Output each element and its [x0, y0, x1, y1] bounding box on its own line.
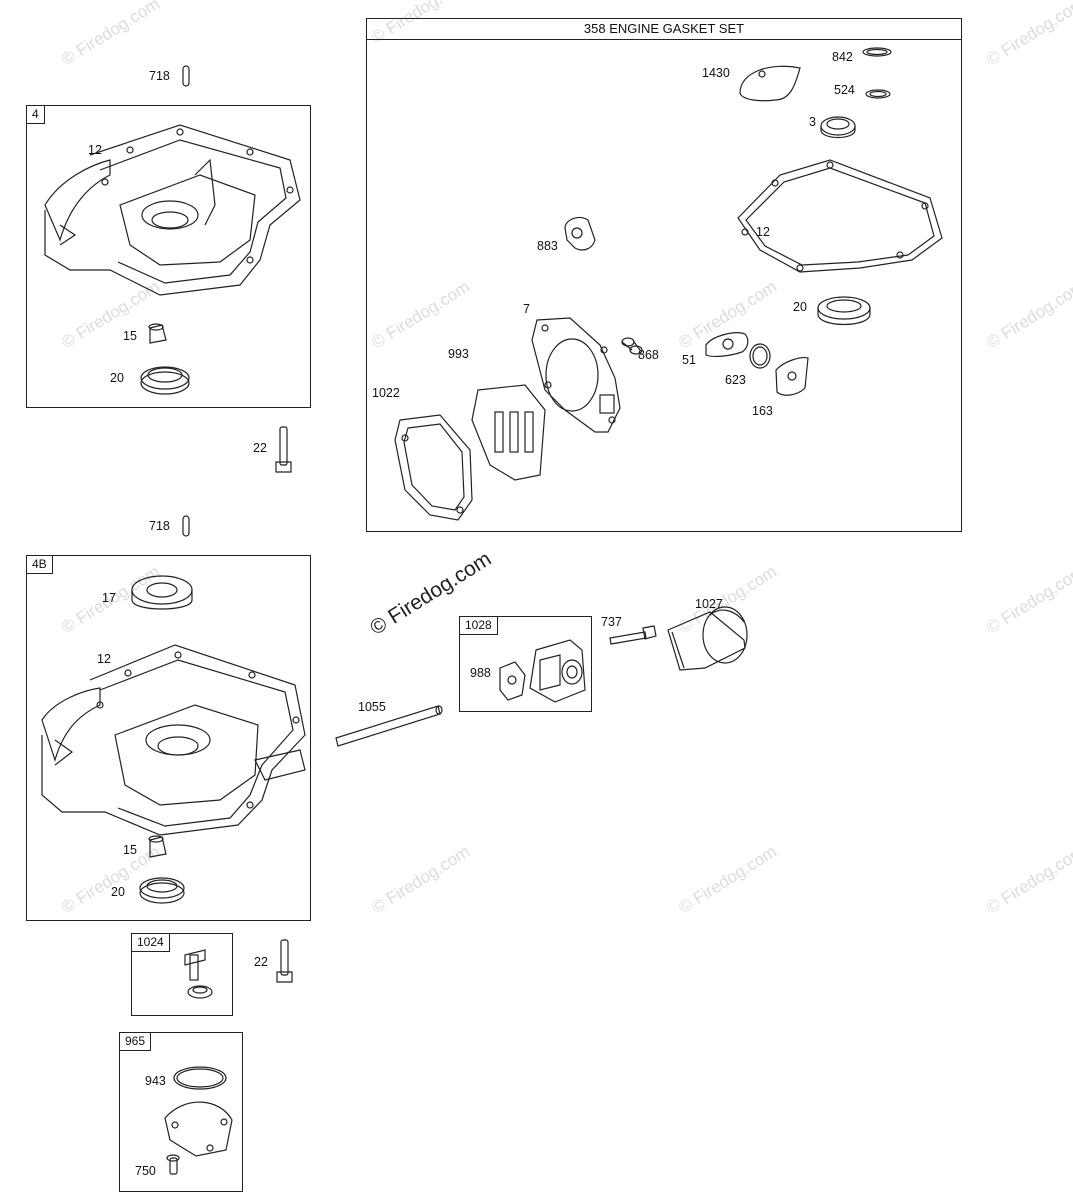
tube-1055 [335, 705, 443, 747]
label-988: 988 [470, 666, 491, 680]
group-box-965: 965 [119, 1032, 243, 1192]
group-tag-965: 965 [120, 1033, 152, 1051]
seal-20-gasket-set [817, 296, 871, 325]
gasket-883 [564, 216, 596, 251]
label-524: 524 [834, 83, 855, 97]
pin-718-mid [182, 515, 190, 537]
gasket-51 [705, 332, 749, 358]
label-12-a: 12 [88, 143, 102, 157]
oil-seal-20-b [139, 877, 185, 904]
group-tag-4: 4 [27, 106, 45, 124]
o-ring-623 [749, 343, 771, 369]
label-883: 883 [537, 239, 558, 253]
label-22-b: 22 [254, 955, 268, 969]
group-tag-1028: 1028 [460, 617, 498, 635]
crankcase-cover-drawing-a [44, 124, 301, 296]
label-750: 750 [135, 1164, 156, 1178]
bolt-22-a [275, 426, 292, 473]
rocker-cover-gasket-1022 [394, 414, 473, 521]
cylinder-head-gasket-7 [531, 317, 621, 433]
crankcase-cover-drawing-b [41, 644, 306, 836]
group-box-1028: 1028 [459, 616, 592, 712]
label-1430: 1430 [702, 66, 730, 80]
bolt-737 [609, 625, 657, 645]
label-20-b: 20 [111, 885, 125, 899]
label-3: 3 [809, 115, 816, 129]
filter-adapter-1028 [529, 639, 586, 703]
label-20-a: 20 [110, 371, 124, 385]
label-20-gasket: 20 [793, 300, 807, 314]
gasket-993 [471, 384, 546, 481]
gasket-12-crankcase [737, 159, 943, 273]
bushing-15-b [148, 835, 167, 858]
bolt-22-b [276, 939, 293, 983]
gasket-set-title: 358 ENGINE GASKET SET [367, 19, 961, 40]
gasket-1430 [739, 65, 801, 102]
group-box-1024: 1024 [131, 933, 233, 1016]
bushing-15-a [148, 323, 167, 344]
label-22-a: 22 [253, 441, 267, 455]
label-7: 7 [523, 302, 530, 316]
group-tag-1024: 1024 [132, 934, 170, 952]
pin-718-top [182, 65, 190, 87]
dowel-868 [621, 337, 643, 355]
gasket-988 [499, 661, 526, 701]
label-718-top: 718 [149, 69, 170, 83]
group-box-4: 4 [26, 105, 311, 408]
label-17: 17 [102, 591, 116, 605]
label-868: 868 [638, 348, 659, 362]
label-842: 842 [832, 50, 853, 64]
group-box-4b: 4B [26, 555, 311, 921]
cover-965 [164, 1101, 233, 1157]
label-163: 163 [752, 404, 773, 418]
label-1027: 1027 [695, 597, 723, 611]
label-15-b: 15 [123, 843, 137, 857]
seal-3 [820, 116, 856, 139]
governor-1024 [184, 949, 213, 999]
oil-filter-1027 [667, 606, 748, 671]
oil-seal-17 [131, 575, 193, 610]
label-51: 51 [682, 353, 696, 367]
o-ring-524 [865, 89, 891, 99]
screw-750 [166, 1154, 180, 1175]
label-15-a: 15 [123, 329, 137, 343]
label-737: 737 [601, 615, 622, 629]
label-12-gasket: 12 [756, 225, 770, 239]
oil-seal-20-a [140, 366, 190, 395]
label-718-mid: 718 [149, 519, 170, 533]
group-tag-4b: 4B [27, 556, 53, 574]
label-943: 943 [145, 1074, 166, 1088]
label-12-b: 12 [97, 652, 111, 666]
o-ring-943 [173, 1066, 227, 1090]
label-993: 993 [448, 347, 469, 361]
gasket-163 [775, 357, 809, 396]
o-ring-842 [862, 47, 892, 57]
gasket-set-box: 358 ENGINE GASKET SET [366, 18, 962, 532]
label-623: 623 [725, 373, 746, 387]
label-1055: 1055 [358, 700, 386, 714]
label-1022: 1022 [372, 386, 400, 400]
